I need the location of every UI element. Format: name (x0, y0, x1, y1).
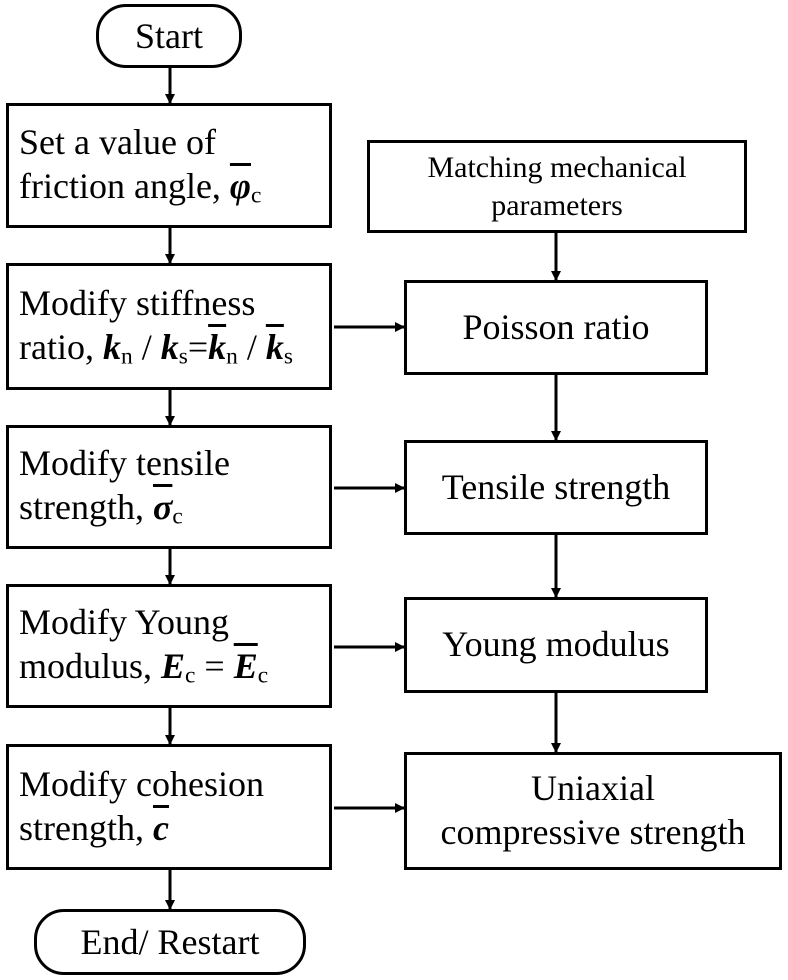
target-tensile-strength: Tensile strength (404, 440, 708, 535)
matching-parameters-header: Matching mechanical parameters (367, 140, 747, 233)
step-set-friction-angle: Set a value of friction angle, φc (6, 103, 332, 228)
step3-line2: strength, σc (19, 487, 183, 531)
step-modify-tensile-strength: Modify tensile strength, σc (6, 425, 332, 549)
step4-line2: modulus, Ec = Ec (19, 646, 269, 690)
step2-line2: ratio, kn / ks=kn / ks (19, 326, 293, 370)
header-line1: Matching mechanical (427, 151, 687, 184)
step5-line2: strength, c (19, 808, 169, 848)
header-line2: parameters (491, 188, 623, 222)
end-restart-terminal: End/ Restart (34, 909, 306, 975)
tensile-strength-label: Tensile strength (441, 466, 671, 507)
step1-line2: friction angle, φc (19, 165, 262, 209)
target-uniaxial-compressive-strength: Uniaxial compressive strength (404, 752, 782, 870)
poisson-ratio-label: Poisson ratio (462, 306, 650, 347)
cohesion-symbol: c (152, 808, 169, 848)
step-modify-cohesion-strength: Modify cohesion strength, c (6, 744, 332, 870)
step-modify-young-modulus: Modify Young modulus, Ec = Ec (6, 584, 332, 708)
ucs-line2: compressive strength (440, 812, 746, 852)
step-modify-stiffness-ratio: Modify stiffness ratio, kn / ks=kn / ks (6, 263, 332, 390)
target-young-modulus: Young modulus (404, 597, 708, 693)
target-poisson-ratio: Poisson ratio (404, 280, 708, 375)
step5-line1: Modify cohesion (19, 764, 264, 805)
end-label: End/ Restart (80, 922, 260, 962)
tensile-strength-symbol: σ (152, 487, 173, 528)
step4-line1: Modify Young (19, 602, 230, 643)
step1-line1: Set a value of (19, 121, 216, 162)
start-label: Start (135, 16, 203, 56)
step3-line1: Modify tensile (19, 443, 230, 484)
ucs-line1: Uniaxial (531, 768, 655, 809)
friction-angle-symbol: φ (229, 165, 251, 206)
step2-line1: Modify stiffness (19, 282, 256, 323)
young-modulus-label: Young modulus (442, 624, 670, 665)
start-terminal: Start (96, 4, 242, 68)
